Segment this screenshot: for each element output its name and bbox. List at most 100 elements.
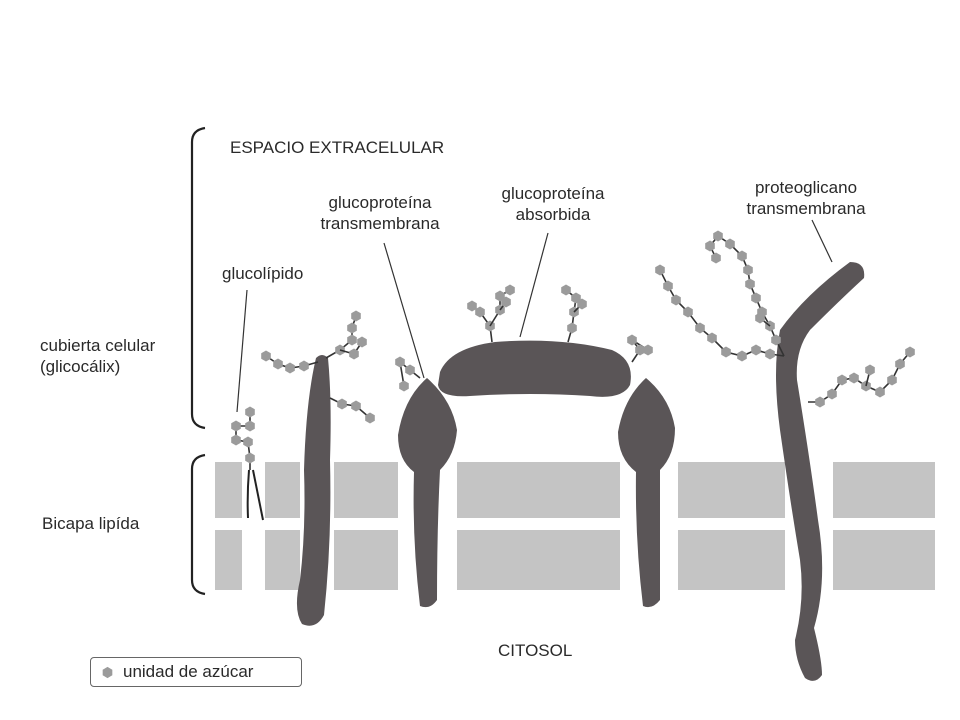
sugar-unit	[467, 300, 477, 312]
sugar-unit	[815, 396, 825, 408]
label-line: transmembrana	[320, 214, 440, 233]
label-transmembrane-glycoprotein: glucoproteína transmembrana	[300, 192, 460, 234]
label-line: cubierta celular	[40, 336, 156, 355]
sugar-unit	[231, 434, 241, 446]
adsorbed-chain	[467, 300, 495, 343]
bilayer-segment	[265, 462, 300, 518]
sugar-unit	[725, 238, 735, 250]
sugar-unit	[849, 372, 859, 384]
glycoprotein-chain	[261, 350, 319, 374]
proteoglycan-chain	[705, 230, 785, 357]
sugar-unit	[635, 344, 645, 356]
sugar-unit	[399, 380, 409, 392]
sugar-unit	[337, 398, 347, 410]
sugar-unit	[299, 360, 309, 372]
sugar-unit	[245, 406, 255, 418]
label-line: proteoglicano	[754, 178, 858, 197]
label-proteoglycan: proteoglicano transmembrana	[726, 177, 886, 219]
label-line: (glicocálix)	[40, 357, 121, 376]
sugar-unit	[875, 386, 885, 398]
legend-label: unidad de azúcar	[123, 662, 254, 681]
label-lipid-bilayer: Bicapa lipída	[42, 514, 140, 533]
sugar-unit	[285, 362, 295, 374]
sugar-unit	[365, 412, 375, 424]
sugar-unit	[351, 400, 361, 412]
bilayer-segment	[265, 530, 300, 590]
adsorbed-chain	[499, 296, 511, 311]
sugar-unit	[395, 356, 405, 368]
sugar-unit	[643, 344, 653, 356]
bilayer-segment	[334, 530, 398, 590]
glycoprotein-chain	[329, 397, 375, 424]
label-line: glucoproteína	[328, 193, 432, 212]
proteoglycan-chain	[755, 312, 771, 327]
sugar-unit	[683, 306, 693, 318]
glycoprotein-chain	[395, 356, 421, 392]
sugar-unit	[695, 322, 705, 334]
glycoprotein-chain	[627, 334, 653, 363]
proteoglycan-chain	[808, 346, 915, 408]
sugar-unit	[887, 374, 897, 386]
bilayer-segment	[678, 530, 785, 590]
sugar-unit	[827, 388, 837, 400]
sugar-unit	[751, 292, 761, 304]
label-cytosol: CITOSOL	[498, 641, 573, 660]
sugar-unit	[349, 348, 359, 360]
proteoglycan-chain	[865, 364, 875, 387]
legend: unidad de azúcar	[90, 657, 302, 687]
glycoprotein-chain	[339, 336, 367, 360]
sugar-unit	[245, 452, 255, 464]
sugar-unit	[737, 250, 747, 262]
sugar-unit	[713, 230, 723, 242]
glycoprotein-transmembrane-club-left	[398, 378, 457, 608]
label-line: glucoproteína	[501, 184, 605, 203]
proteoglycan-chain	[655, 264, 785, 362]
bilayer-segment	[457, 530, 620, 590]
sugar-chains	[231, 230, 915, 470]
sugar-unit	[751, 344, 761, 356]
sugar-unit	[671, 294, 681, 306]
sugar-unit	[655, 264, 665, 276]
sugar-unit	[895, 358, 905, 370]
bilayer-segment	[833, 530, 935, 590]
label-line: absorbida	[515, 205, 591, 224]
sugar-unit	[351, 310, 361, 322]
glycoprotein-transmembrane-left	[296, 355, 331, 626]
sugar-unit	[261, 350, 271, 362]
label-glycolipid: glucolípido	[222, 264, 304, 283]
bilayer-segment	[457, 462, 620, 518]
proteins	[296, 262, 865, 681]
sugar-unit	[475, 306, 485, 318]
sugar-unit	[905, 346, 915, 358]
glycolipid	[246, 469, 264, 521]
bilayer-segment	[678, 462, 785, 518]
label-cell-coat: cubierta celular (glicocálix)	[40, 335, 155, 377]
label-extracellular-space: ESPACIO EXTRACELULAR	[230, 138, 445, 157]
hexagon-sugar-icon	[102, 666, 113, 679]
sugar-unit	[347, 334, 357, 346]
adsorbed-chain	[561, 284, 581, 343]
sugar-unit	[865, 364, 875, 376]
sugar-unit	[567, 322, 577, 334]
label-line: transmembrana	[746, 199, 866, 218]
lipid-bilayer	[215, 462, 935, 590]
bilayer-brace	[190, 453, 206, 596]
sugar-unit	[837, 374, 847, 386]
glycoprotein-transmembrane-club-right	[618, 378, 675, 608]
sugar-unit	[743, 264, 753, 276]
sugar-unit	[721, 346, 731, 358]
label-adsorbed-glycoprotein: glucoproteína absorbida	[478, 183, 628, 225]
cell-coat-brace	[190, 126, 206, 430]
glycolipid-sugar-chain	[231, 406, 255, 470]
sugar-unit	[771, 334, 781, 346]
sugar-unit	[577, 298, 587, 310]
sugar-unit	[627, 334, 637, 346]
sugar-unit	[243, 436, 253, 448]
bilayer-segment	[215, 462, 242, 518]
sugar-unit	[405, 364, 415, 376]
bilayer-segment	[215, 530, 242, 590]
sugar-unit	[755, 312, 765, 324]
adsorbed-glycoprotein	[438, 340, 631, 397]
sugar-unit	[765, 348, 775, 360]
